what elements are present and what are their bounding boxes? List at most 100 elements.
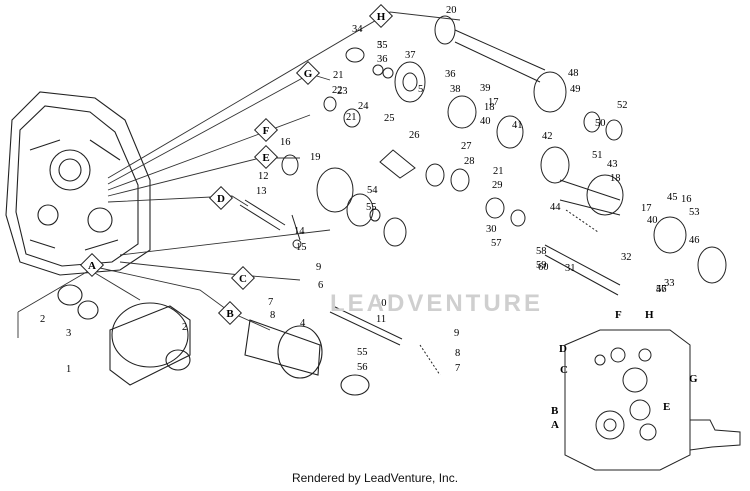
part-callout-53: 53 — [689, 207, 700, 218]
part-callout-29: 29 — [492, 180, 503, 191]
part-callout-17: 17 — [488, 97, 499, 108]
part-callout-51: 51 — [592, 150, 603, 161]
group-letter-b: B — [217, 300, 243, 326]
part-callout-23: 23 — [337, 86, 348, 97]
part-callout-57: 57 — [491, 238, 502, 249]
part-callout-7: 7 — [268, 297, 273, 308]
part-callout-1: 1 — [66, 364, 71, 375]
part-callout-16: 16 — [681, 194, 692, 205]
group-letter-text: C — [239, 273, 247, 285]
part-callout-2: 2 — [40, 314, 45, 325]
part-callout-12: 12 — [258, 171, 269, 182]
part-callout-49: 49 — [570, 84, 581, 95]
part-callout-42: 42 — [542, 131, 553, 142]
part-callouts: 1223455677889910111213141516161717181819… — [40, 5, 700, 375]
group-letter-c: C — [230, 265, 256, 291]
part-callout-46: 46 — [689, 235, 700, 246]
part-callout-41: 41 — [512, 120, 523, 131]
part-callout-54: 54 — [367, 185, 378, 196]
part-callout-59: 59 — [536, 260, 547, 271]
credit-line: Rendered by LeadVenture, Inc. — [291, 471, 459, 485]
part-callout-25: 25 — [384, 113, 395, 124]
part-callout-4: 4 — [300, 318, 306, 329]
transmission-case — [5, 91, 151, 276]
part-callout-18: 18 — [484, 102, 495, 113]
lower-gear-assembly — [57, 284, 370, 396]
inset-letter-f: F — [615, 309, 622, 321]
part-callout-17: 17 — [641, 203, 652, 214]
part-callout-45: 45 — [667, 192, 678, 203]
part-callout-18: 18 — [610, 173, 621, 184]
part-callout-34: 34 — [352, 24, 363, 35]
part-callout-7: 7 — [455, 363, 460, 374]
part-callout-8: 8 — [455, 348, 460, 359]
group-letter-e: E — [253, 144, 279, 170]
inset-letter-h: H — [645, 309, 654, 321]
part-callout-50: 50 — [595, 118, 606, 129]
group-letter-g: G — [295, 60, 321, 86]
part-callout-56: 56 — [656, 284, 667, 295]
part-callout-40: 40 — [647, 215, 658, 226]
group-letter-text: D — [217, 193, 225, 205]
part-callout-21: 21 — [333, 70, 344, 81]
inset-letter-d: D — [559, 343, 567, 355]
part-callout-20: 20 — [446, 5, 457, 16]
inset-letter-g: G — [689, 373, 698, 385]
part-callout-21: 21 — [493, 166, 504, 177]
upper-shaft-assembly — [323, 15, 727, 296]
inset-letter-a: A — [551, 419, 559, 431]
part-callout-9: 9 — [316, 262, 321, 273]
group-letter-text: A — [88, 260, 96, 272]
part-callout-15: 15 — [296, 242, 307, 253]
group-letter-text: H — [377, 11, 386, 23]
part-callout-44: 44 — [550, 202, 561, 213]
part-callout-56: 56 — [357, 362, 368, 373]
group-letter-d: D — [208, 185, 234, 211]
group-leader-lines — [17, 11, 461, 338]
part-callout-22: 22 — [332, 85, 343, 96]
part-callout-5: 5 — [418, 84, 423, 95]
group-letter-text: F — [263, 125, 270, 137]
part-callout-55: 55 — [357, 347, 368, 358]
part-callout-60: 60 — [538, 262, 549, 273]
group-letter-badges: A B C D EF G H — [79, 3, 394, 326]
part-callout-31: 31 — [565, 263, 576, 274]
part-callout-6: 6 — [318, 280, 323, 291]
part-callout-2: 2 — [182, 322, 187, 333]
part-callout-32: 32 — [621, 252, 632, 263]
group-letter-h: H — [368, 3, 394, 29]
part-callout-10: 10 — [376, 298, 387, 309]
part-callout-33: 33 — [664, 278, 675, 289]
group-letter-f: F — [253, 117, 279, 143]
part-callout-36: 36 — [377, 54, 388, 65]
part-callout-24: 24 — [358, 101, 369, 112]
part-callout-13: 13 — [256, 186, 267, 197]
inset-letter-c: C — [560, 364, 568, 376]
part-callout-36: 36 — [445, 69, 456, 80]
group-letter-text: B — [226, 308, 234, 320]
part-callout-3: 3 — [66, 328, 71, 339]
part-callout-19: 19 — [310, 152, 321, 163]
part-callout-39: 39 — [480, 83, 491, 94]
part-callout-55: 55 — [366, 202, 377, 213]
inset-overview — [564, 329, 741, 471]
part-callout-43: 43 — [607, 159, 618, 170]
part-callout-9: 9 — [454, 328, 459, 339]
part-callout-26: 26 — [409, 130, 420, 141]
part-callout-40: 40 — [480, 116, 491, 127]
inset-letter-e: E — [663, 401, 670, 413]
part-callout-30: 30 — [486, 224, 497, 235]
part-callout-38: 38 — [450, 84, 461, 95]
part-callout-35: 35 — [377, 40, 388, 51]
part-callout-5: 5 — [377, 40, 382, 51]
part-callout-21: 21 — [346, 112, 357, 123]
middle-shafts — [239, 154, 441, 376]
part-callout-58: 58 — [536, 246, 547, 257]
part-callout-47: 47 — [656, 284, 667, 295]
group-letter-a: A — [79, 252, 105, 278]
part-callout-11: 11 — [376, 314, 386, 325]
part-callout-48: 48 — [568, 68, 579, 79]
watermark: LEADVENTURE — [330, 290, 544, 317]
